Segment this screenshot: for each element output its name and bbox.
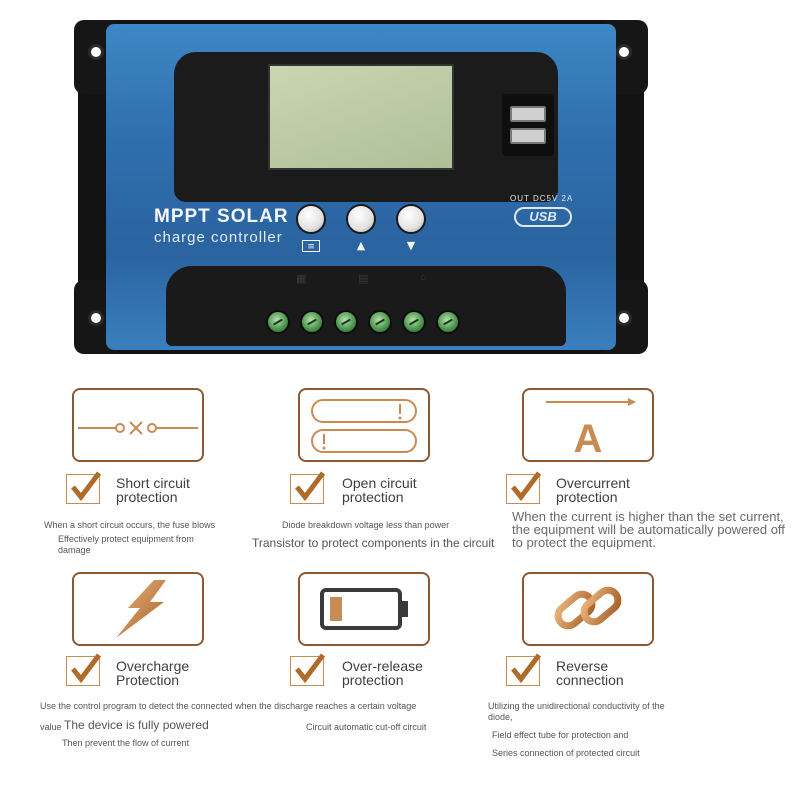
reverse-connection-title-line2: connection [556, 672, 624, 688]
open-circuit-desc-2: Transistor to protect components in the … [252, 536, 495, 550]
terminal-screw[interactable] [266, 310, 290, 334]
over-release-title: Over-release [342, 658, 423, 674]
check-icon [506, 471, 541, 504]
open-circuit-title-line2: protection [342, 489, 404, 505]
overcharge-title: Overcharge [116, 658, 190, 674]
mounting-hole [88, 44, 104, 60]
overcharge-desc: Use the control program to detect the co… [40, 701, 417, 711]
ampere-icon: A [546, 398, 636, 461]
over-release-desc: Circuit automatic cut-off circuit [306, 722, 427, 732]
overcurrent-desc: When the current is higher than the set … [512, 509, 785, 550]
chain-link-icon [554, 586, 622, 630]
lightning-icon [116, 580, 166, 638]
bulb-icon: ○ [420, 272, 427, 284]
ampere-letter: A [574, 417, 603, 460]
usb-output-label: OUT DC5V 2A [510, 194, 574, 203]
overcharge-desc-prefix: value [40, 722, 62, 732]
check-icon [506, 653, 541, 686]
check-icon [66, 471, 101, 504]
over-release-title-line2: protection [342, 672, 404, 688]
brand-title: MPPT SOLAR [154, 206, 289, 227]
down-button[interactable] [396, 204, 426, 234]
charge-controller-device: MPPT SOLAR charge controller ≡ ▲ ▼ OUT D… [70, 14, 652, 360]
up-button[interactable] [346, 204, 376, 234]
battery-low-icon [320, 588, 408, 630]
overcurrent-title: Overcurrent [556, 475, 630, 491]
usb-logo: USB [514, 207, 572, 227]
overcharge-icon-box [72, 572, 204, 646]
check-icon [290, 471, 325, 504]
brand-subtitle: charge controller [154, 229, 283, 246]
mounting-hole [616, 310, 632, 326]
open-circuit-desc: Diode breakdown voltage less than power [282, 520, 450, 530]
short-circuit-title-line2: protection [116, 489, 178, 505]
terminal-screw[interactable] [402, 310, 426, 334]
open-circuit-icon-box [298, 388, 430, 462]
solar-panel-icon: ▦ [296, 273, 307, 285]
overcurrent-icon-box: A [522, 388, 654, 462]
fuse-icon [311, 399, 417, 453]
check-icon [66, 653, 101, 686]
up-arrow-icon: ▲ [356, 239, 366, 252]
check-icon [290, 653, 325, 686]
reverse-connection-desc-3: Series connection of protected circuit [492, 748, 640, 758]
usb-port-housing [502, 94, 554, 156]
reverse-connection-icon-box [522, 572, 654, 646]
reverse-connection-desc-2: Field effect tube for protection and [492, 730, 629, 740]
overcharge-title-line2: Protection [116, 672, 180, 688]
open-circuit-title: Open circuit [342, 475, 417, 491]
usb-port[interactable] [510, 106, 546, 122]
terminal-screw[interactable] [300, 310, 324, 334]
down-arrow-icon: ▼ [406, 239, 416, 252]
usb-port[interactable] [510, 128, 546, 144]
short-circuit-title: Short circuit [116, 475, 190, 491]
terminal-screw[interactable] [368, 310, 392, 334]
menu-icon: ≡ [302, 240, 320, 252]
mounting-hole [88, 310, 104, 326]
overcurrent-title-line2: protection [556, 489, 618, 505]
terminal-screw[interactable] [436, 310, 460, 334]
overcharge-desc-2: The device is fully powered [64, 718, 209, 732]
overcharge-desc-3: Then prevent the flow of current [62, 738, 190, 748]
menu-button[interactable] [296, 204, 326, 234]
terminal-bezel [166, 266, 566, 346]
switch-icon [78, 421, 198, 435]
reverse-connection-desc: Utilizing the unidirectional conductivit… [488, 701, 665, 722]
terminal-screw[interactable] [334, 310, 358, 334]
short-circuit-icon-box [72, 388, 204, 462]
reverse-connection-title: Reverse [556, 658, 609, 674]
terminal-icons: ▦ ▤ ○ [292, 272, 442, 288]
short-circuit-desc-2: Effectively protect equipment from damag… [58, 534, 194, 555]
over-release-icon-box [298, 572, 430, 646]
battery-icon: ▤ [358, 273, 369, 285]
lcd-screen [268, 64, 454, 170]
mounting-hole [616, 44, 632, 60]
short-circuit-desc: When a short circuit occurs, the fuse bl… [44, 520, 216, 530]
